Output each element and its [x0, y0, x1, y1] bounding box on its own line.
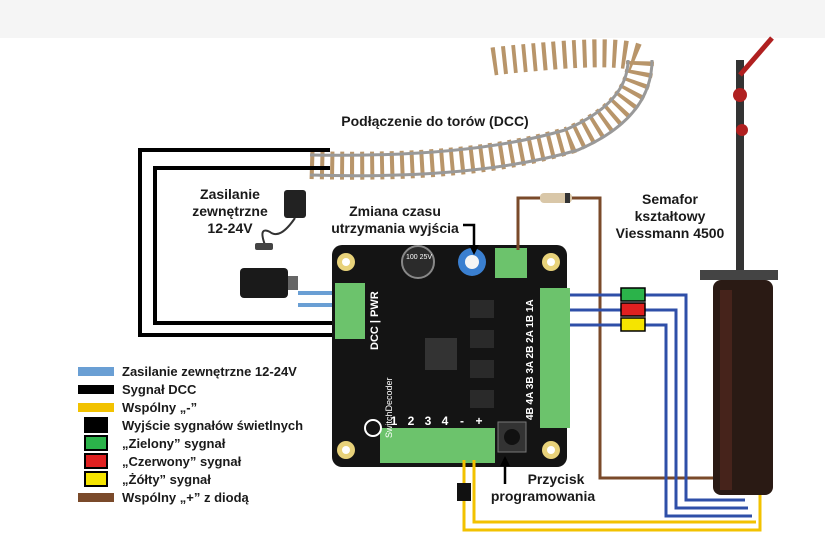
legend-swatch-red: [84, 453, 108, 469]
terminal-label: 1: [390, 414, 398, 428]
power-label-line: Zasilanie: [200, 186, 260, 202]
diode-icon: [540, 193, 572, 203]
semaphore-label-line: Semafor: [641, 191, 699, 207]
timing-label-line: Zmiana czasu: [349, 203, 441, 219]
button-label-line: programowania: [490, 488, 596, 504]
legend-swatch-dcc: [78, 384, 114, 394]
legend-swatch-green: [84, 435, 108, 451]
red-marker: [620, 302, 646, 317]
button-label: Przycisk programowania: [478, 471, 608, 505]
legend-item: „Zielony” sygnał: [78, 434, 303, 452]
legend-label: Wyjście sygnałów świetlnych: [122, 417, 304, 433]
legend: Zasilanie zewnętrzne 12-24V Sygnał DCC W…: [78, 362, 303, 506]
semaphore-label: Semafor kształtowy Viessmann 4500: [605, 191, 735, 242]
legend-item: Zasilanie zewnętrzne 12-24V: [78, 362, 303, 380]
board-outputs-label: 4B 4A 3B 3A 2B 2A 1B 1A: [525, 299, 536, 420]
board-brand-label: SwitchDecoder: [384, 377, 394, 438]
terminal-label: -: [460, 414, 464, 428]
terminal-label: 3: [424, 414, 432, 428]
timing-label: Zmiana czasu utrzymania wyjścia: [325, 203, 465, 237]
semaphore-label-line: Viessmann 4500: [615, 225, 725, 241]
legend-label: Wspólny „+” z diodą: [122, 489, 249, 505]
timing-arrow: [463, 223, 479, 255]
legend-swatch-common-plus: [78, 492, 114, 502]
green-marker: [620, 287, 646, 302]
yellow-marker: [620, 317, 646, 332]
top-band: [0, 0, 825, 38]
semaphore-icon: [700, 36, 778, 495]
legend-label: Wspólny „-”: [122, 399, 198, 415]
timing-label-line: utrzymania wyjścia: [331, 220, 459, 236]
board-dcc-pwr-label: DCC | PWR: [369, 291, 381, 350]
legend-swatch-output: [84, 417, 108, 433]
power-label-line: 12-24V: [207, 220, 253, 236]
legend-item: „Żółty” sygnał: [78, 470, 303, 488]
dc-jack-icon: [240, 268, 298, 298]
legend-swatch-power: [78, 366, 114, 376]
legend-item: „Czerwony” sygnał: [78, 452, 303, 470]
power-adapter-icon: [255, 190, 306, 250]
railway-track: [309, 39, 655, 180]
legend-item: Wyjście sygnałów świetlnych: [78, 416, 303, 434]
legend-swatch-common-minus: [78, 402, 114, 412]
power-label: Zasilanie zewnętrzne 12-24V: [175, 186, 285, 237]
semaphore-label-line: kształtowy: [634, 208, 706, 224]
button-label-line: Przycisk: [527, 471, 585, 487]
legend-item: Sygnał DCC: [78, 380, 303, 398]
button-arrow: [500, 456, 510, 484]
dcc-wires: [138, 148, 340, 337]
terminal-label: +: [475, 414, 483, 428]
legend-label: Sygnał DCC: [122, 381, 197, 397]
legend-label: „Żółty” sygnał: [122, 471, 211, 487]
legend-label: „Czerwony” sygnał: [122, 453, 242, 469]
decoder-board: [332, 245, 570, 467]
legend-label: „Zielony” sygnał: [122, 435, 226, 451]
output-marker: [457, 483, 471, 501]
power-label-line: zewnętrzne: [192, 203, 268, 219]
terminal-label: 2: [407, 414, 415, 428]
track-label: Podłączenie do torów (DCC): [341, 113, 529, 129]
legend-item: Wspólny „+” z diodą: [78, 488, 303, 506]
legend-label: Zasilanie zewnętrzne 12-24V: [122, 363, 297, 379]
terminal-label: 4: [441, 414, 449, 428]
legend-swatch-yellow: [84, 471, 108, 487]
bottom-terminal-labels: 1 2 3 4 - +: [388, 414, 485, 428]
legend-item: Wspólny „-”: [78, 398, 303, 416]
capacitor-label: 100 25V: [405, 254, 433, 261]
